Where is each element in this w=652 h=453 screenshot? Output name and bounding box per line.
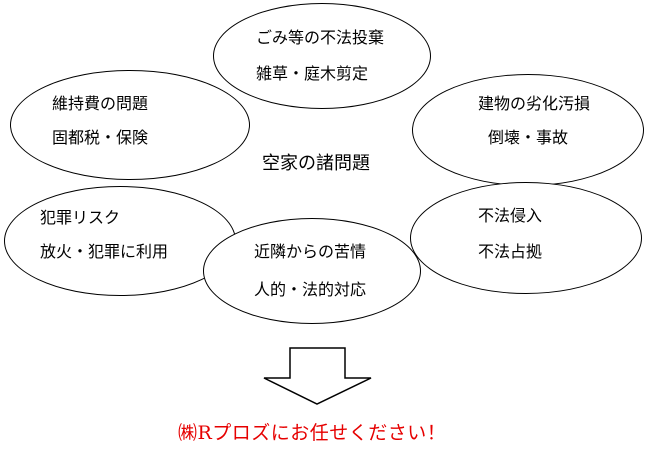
node-lower-right-line1: 不法侵入 — [478, 206, 543, 225]
node-upper-left-line2: 固都税・保険 — [52, 128, 149, 147]
node-bottom-line2: 人的・法的対応 — [254, 280, 367, 299]
node-bottom-line1: 近隣からの苦情 — [254, 242, 367, 261]
node-top-line2: 雑草・庭木剪定 — [256, 64, 369, 83]
node-lower-left — [4, 186, 236, 296]
node-lower-right — [410, 182, 642, 294]
node-upper-left-line1: 維持費の問題 — [52, 94, 149, 113]
node-top-line1: ごみ等の不法投棄 — [256, 28, 385, 47]
node-upper-right — [412, 74, 644, 186]
node-upper-left — [10, 70, 250, 180]
slogan-text: ㈱Rプロズにお任せください！ — [178, 422, 447, 444]
node-lower-right-line2: 不法占拠 — [478, 242, 543, 261]
node-lower-left-line2: 放火・犯罪に利用 — [40, 242, 169, 261]
node-upper-right-line1: 建物の劣化汚損 — [478, 94, 591, 113]
diagram-title: 空家の諸問題 — [262, 153, 370, 174]
node-bottom — [203, 218, 421, 324]
node-lower-left-line1: 犯罪リスク — [40, 208, 121, 227]
node-upper-right-line2: 倒壊・事故 — [488, 128, 569, 147]
node-top — [213, 3, 431, 109]
